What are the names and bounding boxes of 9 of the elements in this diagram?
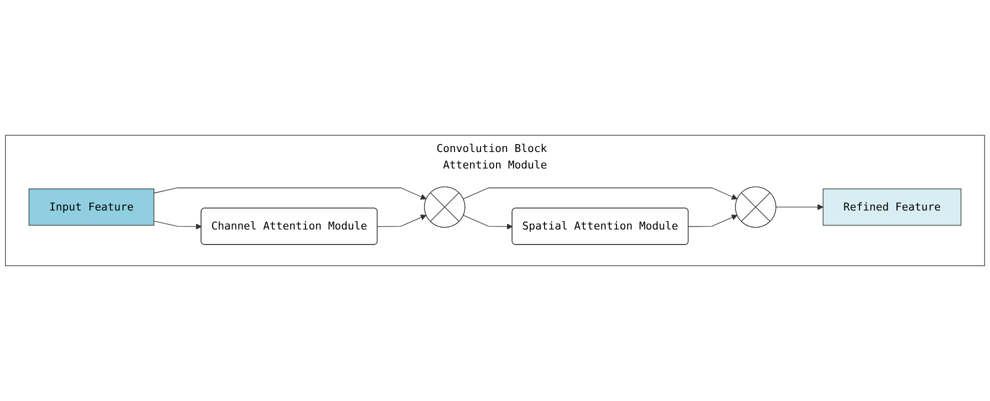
node-box: Input Feature [28, 188, 154, 226]
arrow [776, 204, 824, 210]
arrow [462, 214, 513, 230]
arrow [688, 214, 738, 227]
arrow [154, 188, 426, 200]
node-box: Refined Feature [822, 188, 962, 226]
arrow [154, 220, 202, 230]
arrow [377, 214, 426, 227]
arrow [462, 188, 738, 200]
